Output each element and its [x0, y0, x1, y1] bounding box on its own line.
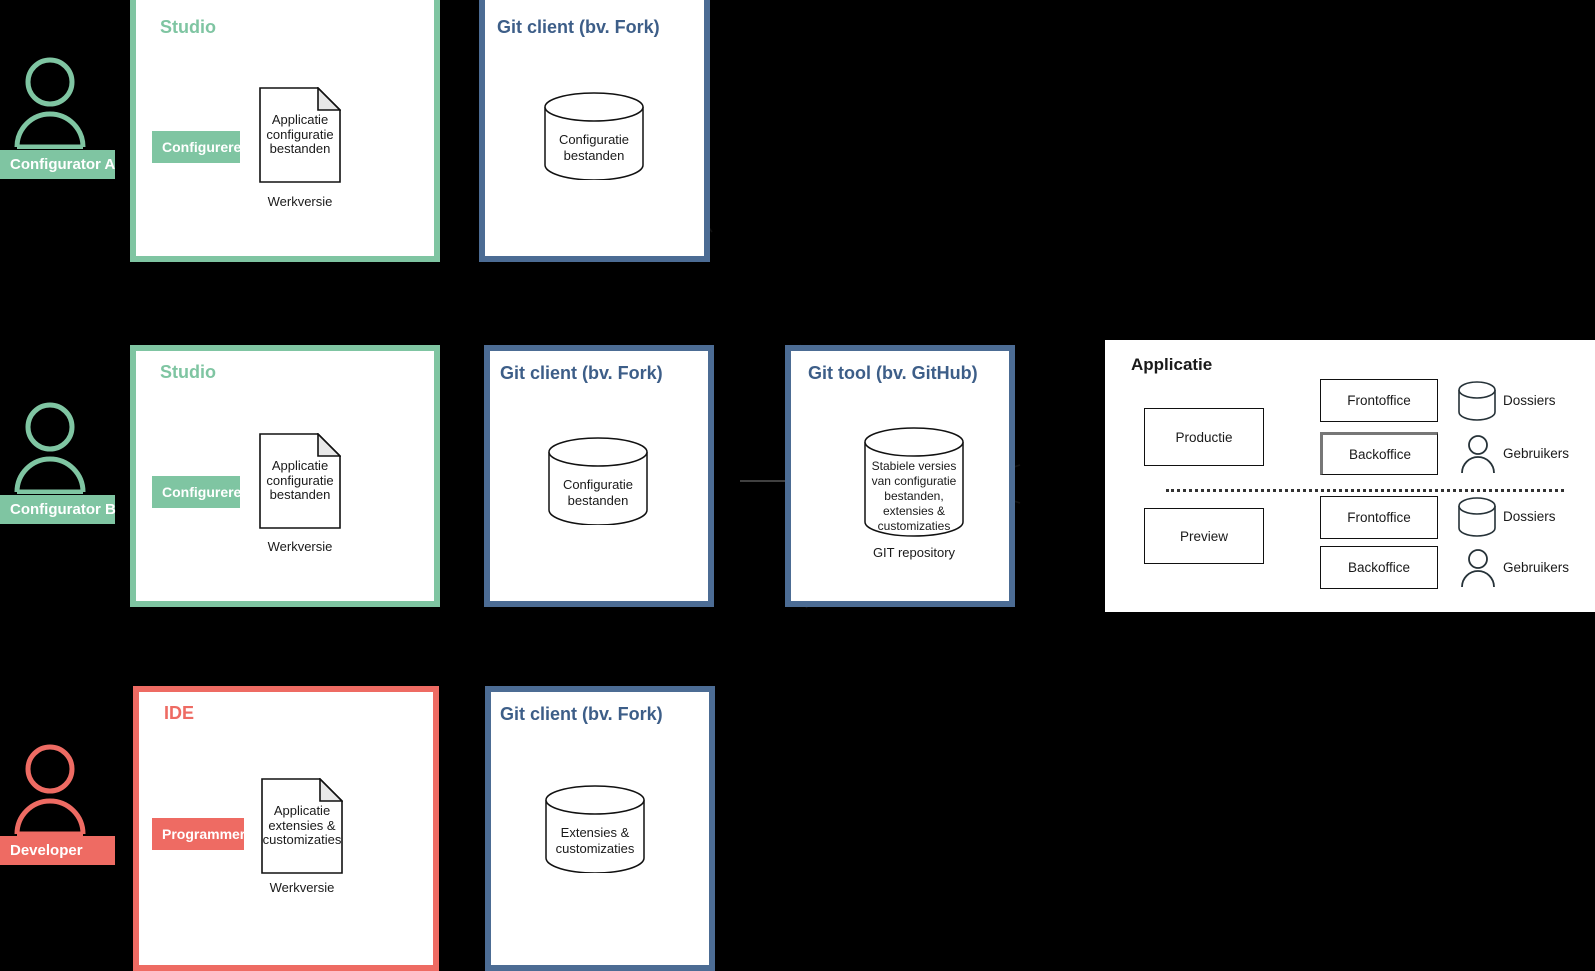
panel-title-git-client-row2: Git client (bv. Fork) [500, 363, 663, 383]
caption-git-repository: GIT repository [872, 545, 956, 560]
database-icon [864, 427, 964, 537]
document-applicatie-configuratie-b: Applicatie configuratie bestanden [259, 433, 341, 529]
caption-werkversie-ide: Werkversie [269, 880, 335, 895]
cylinder-configuratie-bestanden-row2: Configuratie bestanden [548, 437, 648, 525]
label-gebruikers-productie: Gebruikers [1503, 446, 1570, 461]
person-icon [14, 402, 86, 494]
actor-label-developer: Developer [0, 836, 115, 865]
panel-title-studio-b: Studio [160, 362, 216, 382]
label-gebruikers-preview: Gebruikers [1503, 560, 1570, 575]
panel-title-studio-a: Studio [160, 17, 216, 37]
label-dossiers-preview: Dossiers [1503, 509, 1556, 524]
env-box-productie[interactable]: Productie [1144, 408, 1264, 466]
action-chip-programmeren[interactable]: Programmeren [152, 818, 262, 850]
person-icon [14, 57, 86, 149]
panel-title-applicatie: Applicatie [1131, 355, 1213, 374]
env-box-preview[interactable]: Preview [1144, 508, 1264, 564]
database-icon [545, 785, 645, 873]
panel-title-git-client-row3: Git client (bv. Fork) [500, 704, 663, 724]
actor-developer [14, 742, 86, 836]
actor-label-configurator-b: Configurator B [0, 495, 116, 524]
document-applicatie-extensies: Applicatie extensies & customizaties [261, 778, 343, 874]
database-icon [544, 92, 644, 180]
cylinder-git-repository: Stabiele versies van configuratie bestan… [864, 427, 964, 537]
action-chip-configureren-b[interactable]: Configureren [152, 476, 250, 508]
service-box-backoffice-preview[interactable]: Backoffice [1320, 546, 1438, 589]
panel-title-git-client-row1: Git client (bv. Fork) [497, 17, 660, 37]
document-applicatie-configuratie-a: Applicatie configuratie bestanden [259, 87, 341, 183]
actor-label-configurator-a: Configurator A [0, 150, 115, 179]
user-icon-gebruikers-preview [1458, 548, 1498, 593]
service-box-frontoffice-productie[interactable]: Frontoffice [1320, 379, 1438, 422]
label-dossiers-productie: Dossiers [1503, 393, 1556, 408]
panel-title-git-tool: Git tool (bv. GitHub) [808, 363, 978, 383]
panel-title-ide: IDE [164, 703, 195, 723]
database-icon [548, 437, 648, 525]
action-chip-configureren-a[interactable]: Configureren [152, 131, 250, 163]
document-icon [259, 87, 341, 183]
service-box-frontoffice-preview[interactable]: Frontoffice [1320, 496, 1438, 539]
user-icon-gebruikers-productie [1458, 434, 1498, 479]
document-icon [261, 778, 343, 874]
database-icon-dossiers-productie [1457, 381, 1497, 426]
actor-configurator-a [14, 55, 86, 149]
cylinder-configuratie-bestanden-row1: Configuratie bestanden [544, 92, 644, 180]
actor-configurator-b [14, 400, 86, 494]
caption-werkversie-a: Werkversie [267, 194, 333, 209]
caption-werkversie-b: Werkversie [267, 539, 333, 554]
person-icon [14, 744, 86, 836]
document-icon [259, 433, 341, 529]
database-icon-dossiers-preview [1457, 497, 1497, 542]
service-box-backoffice-productie[interactable]: Backoffice [1320, 432, 1438, 475]
cylinder-extensies-customizaties: Extensies & customizaties [545, 785, 645, 873]
dotted-divider [1166, 489, 1564, 492]
